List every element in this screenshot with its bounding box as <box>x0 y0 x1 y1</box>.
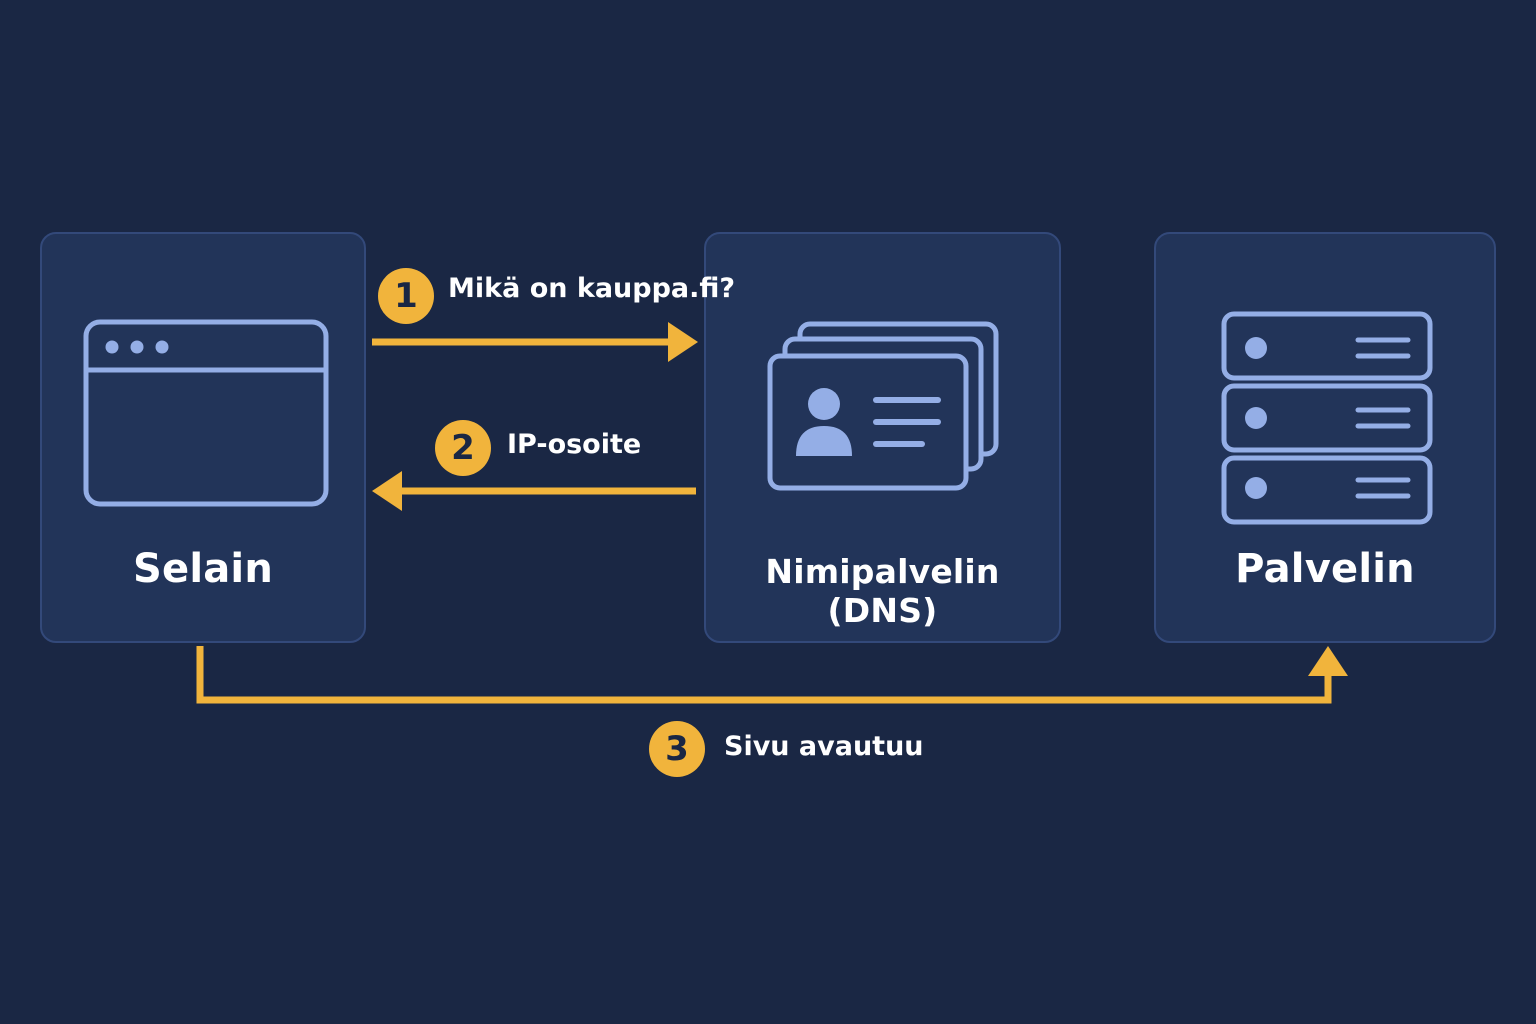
step-1-label: Mikä on kauppa.fi? <box>448 273 736 304</box>
browser-window-icon <box>83 319 329 507</box>
step-2-badge: 2 <box>435 420 491 476</box>
browser-card: Selain <box>40 232 366 643</box>
browser-label: Selain <box>132 546 274 592</box>
request-arrow <box>372 322 698 362</box>
step-2-label: IP-osoite <box>507 429 642 460</box>
server-card: Palvelin <box>1154 232 1496 643</box>
response-arrow <box>372 471 696 511</box>
dns-card: Nimipalvelin (DNS) <box>704 232 1061 643</box>
contact-cards-icon <box>767 321 999 491</box>
step-3-badge: 3 <box>649 721 705 777</box>
dns-label: Nimipalvelin (DNS) <box>765 552 1000 630</box>
step-1-badge: 1 <box>378 268 434 324</box>
step-3-label: Sivu avautuu <box>724 731 924 762</box>
page-load-arrow <box>196 646 1348 704</box>
server-rack-icon <box>1221 311 1433 525</box>
server-label: Palvelin <box>1235 546 1415 592</box>
